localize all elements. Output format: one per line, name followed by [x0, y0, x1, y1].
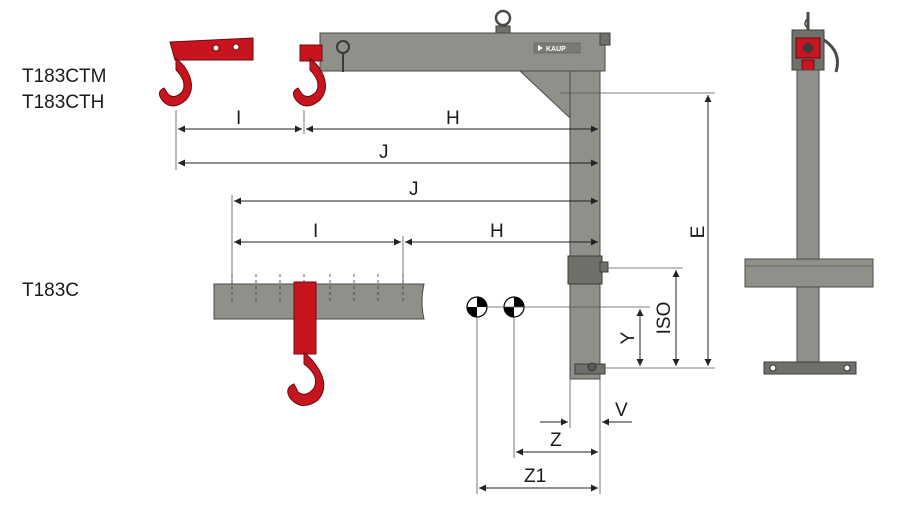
front-mast	[796, 69, 820, 363]
lower-bolt-icon	[587, 362, 597, 372]
sliding-trolley	[293, 281, 317, 355]
bracket-hole-2	[232, 43, 240, 51]
hook-assembly-cth	[292, 44, 326, 107]
dim-label-i: I	[236, 108, 241, 129]
dim-label-z1: Z1	[524, 466, 546, 487]
lifting-eye	[494, 9, 512, 27]
dim-label-z: Z	[550, 430, 562, 451]
kaup-logo-icon	[538, 45, 543, 51]
dimensions-top: I H J	[175, 108, 598, 170]
dim-label-y: Y	[618, 331, 639, 344]
fork-pocket-upper	[567, 255, 603, 285]
kaup-logo-text: KAUP	[546, 46, 566, 53]
front-pin-handle	[823, 38, 839, 73]
dim-label-iso: ISO	[654, 302, 675, 335]
hook-icon	[158, 56, 192, 107]
front-pulley-icon	[803, 43, 813, 53]
dimensions-middle: J I H	[231, 179, 598, 285]
model-label-t183ctm: T183CTM	[22, 66, 106, 87]
front-fork-pocket	[744, 258, 874, 288]
jib-arm-side-view: KAUP	[319, 9, 611, 380]
dim-label-h: H	[490, 221, 504, 242]
front-view	[744, 12, 874, 375]
adjustable-beam	[213, 283, 425, 320]
bracket-hole-1	[212, 44, 220, 52]
front-base-hole	[769, 364, 777, 372]
mast-upright	[569, 70, 601, 380]
model-label-t183cth: T183CTH	[22, 92, 104, 113]
beam-t183c	[213, 274, 425, 406]
dim-label-j: J	[409, 179, 419, 200]
dimensions-right: E ISO Y V Z Z1	[476, 92, 715, 494]
dim-label-e: E	[688, 226, 709, 239]
fork-pocket-bolt	[599, 261, 609, 273]
kaup-logo-plate	[533, 42, 581, 54]
front-base-hole	[843, 364, 851, 372]
front-base-plate	[763, 361, 857, 375]
hook-icon	[287, 350, 325, 406]
jib-brace	[518, 70, 571, 120]
dim-label-j: J	[379, 142, 389, 163]
hook-icon	[292, 56, 326, 107]
extension-bracket-ctm	[158, 37, 254, 107]
dim-label-i: I	[313, 221, 318, 242]
model-label-t183c: T183C	[22, 280, 79, 301]
extension-bracket-body	[169, 37, 254, 61]
front-ring	[804, 17, 809, 29]
cog-symbol-icon	[466, 296, 488, 318]
end-cap	[599, 32, 611, 46]
dim-label-v: V	[615, 400, 628, 421]
dim-label-h: H	[446, 108, 460, 129]
